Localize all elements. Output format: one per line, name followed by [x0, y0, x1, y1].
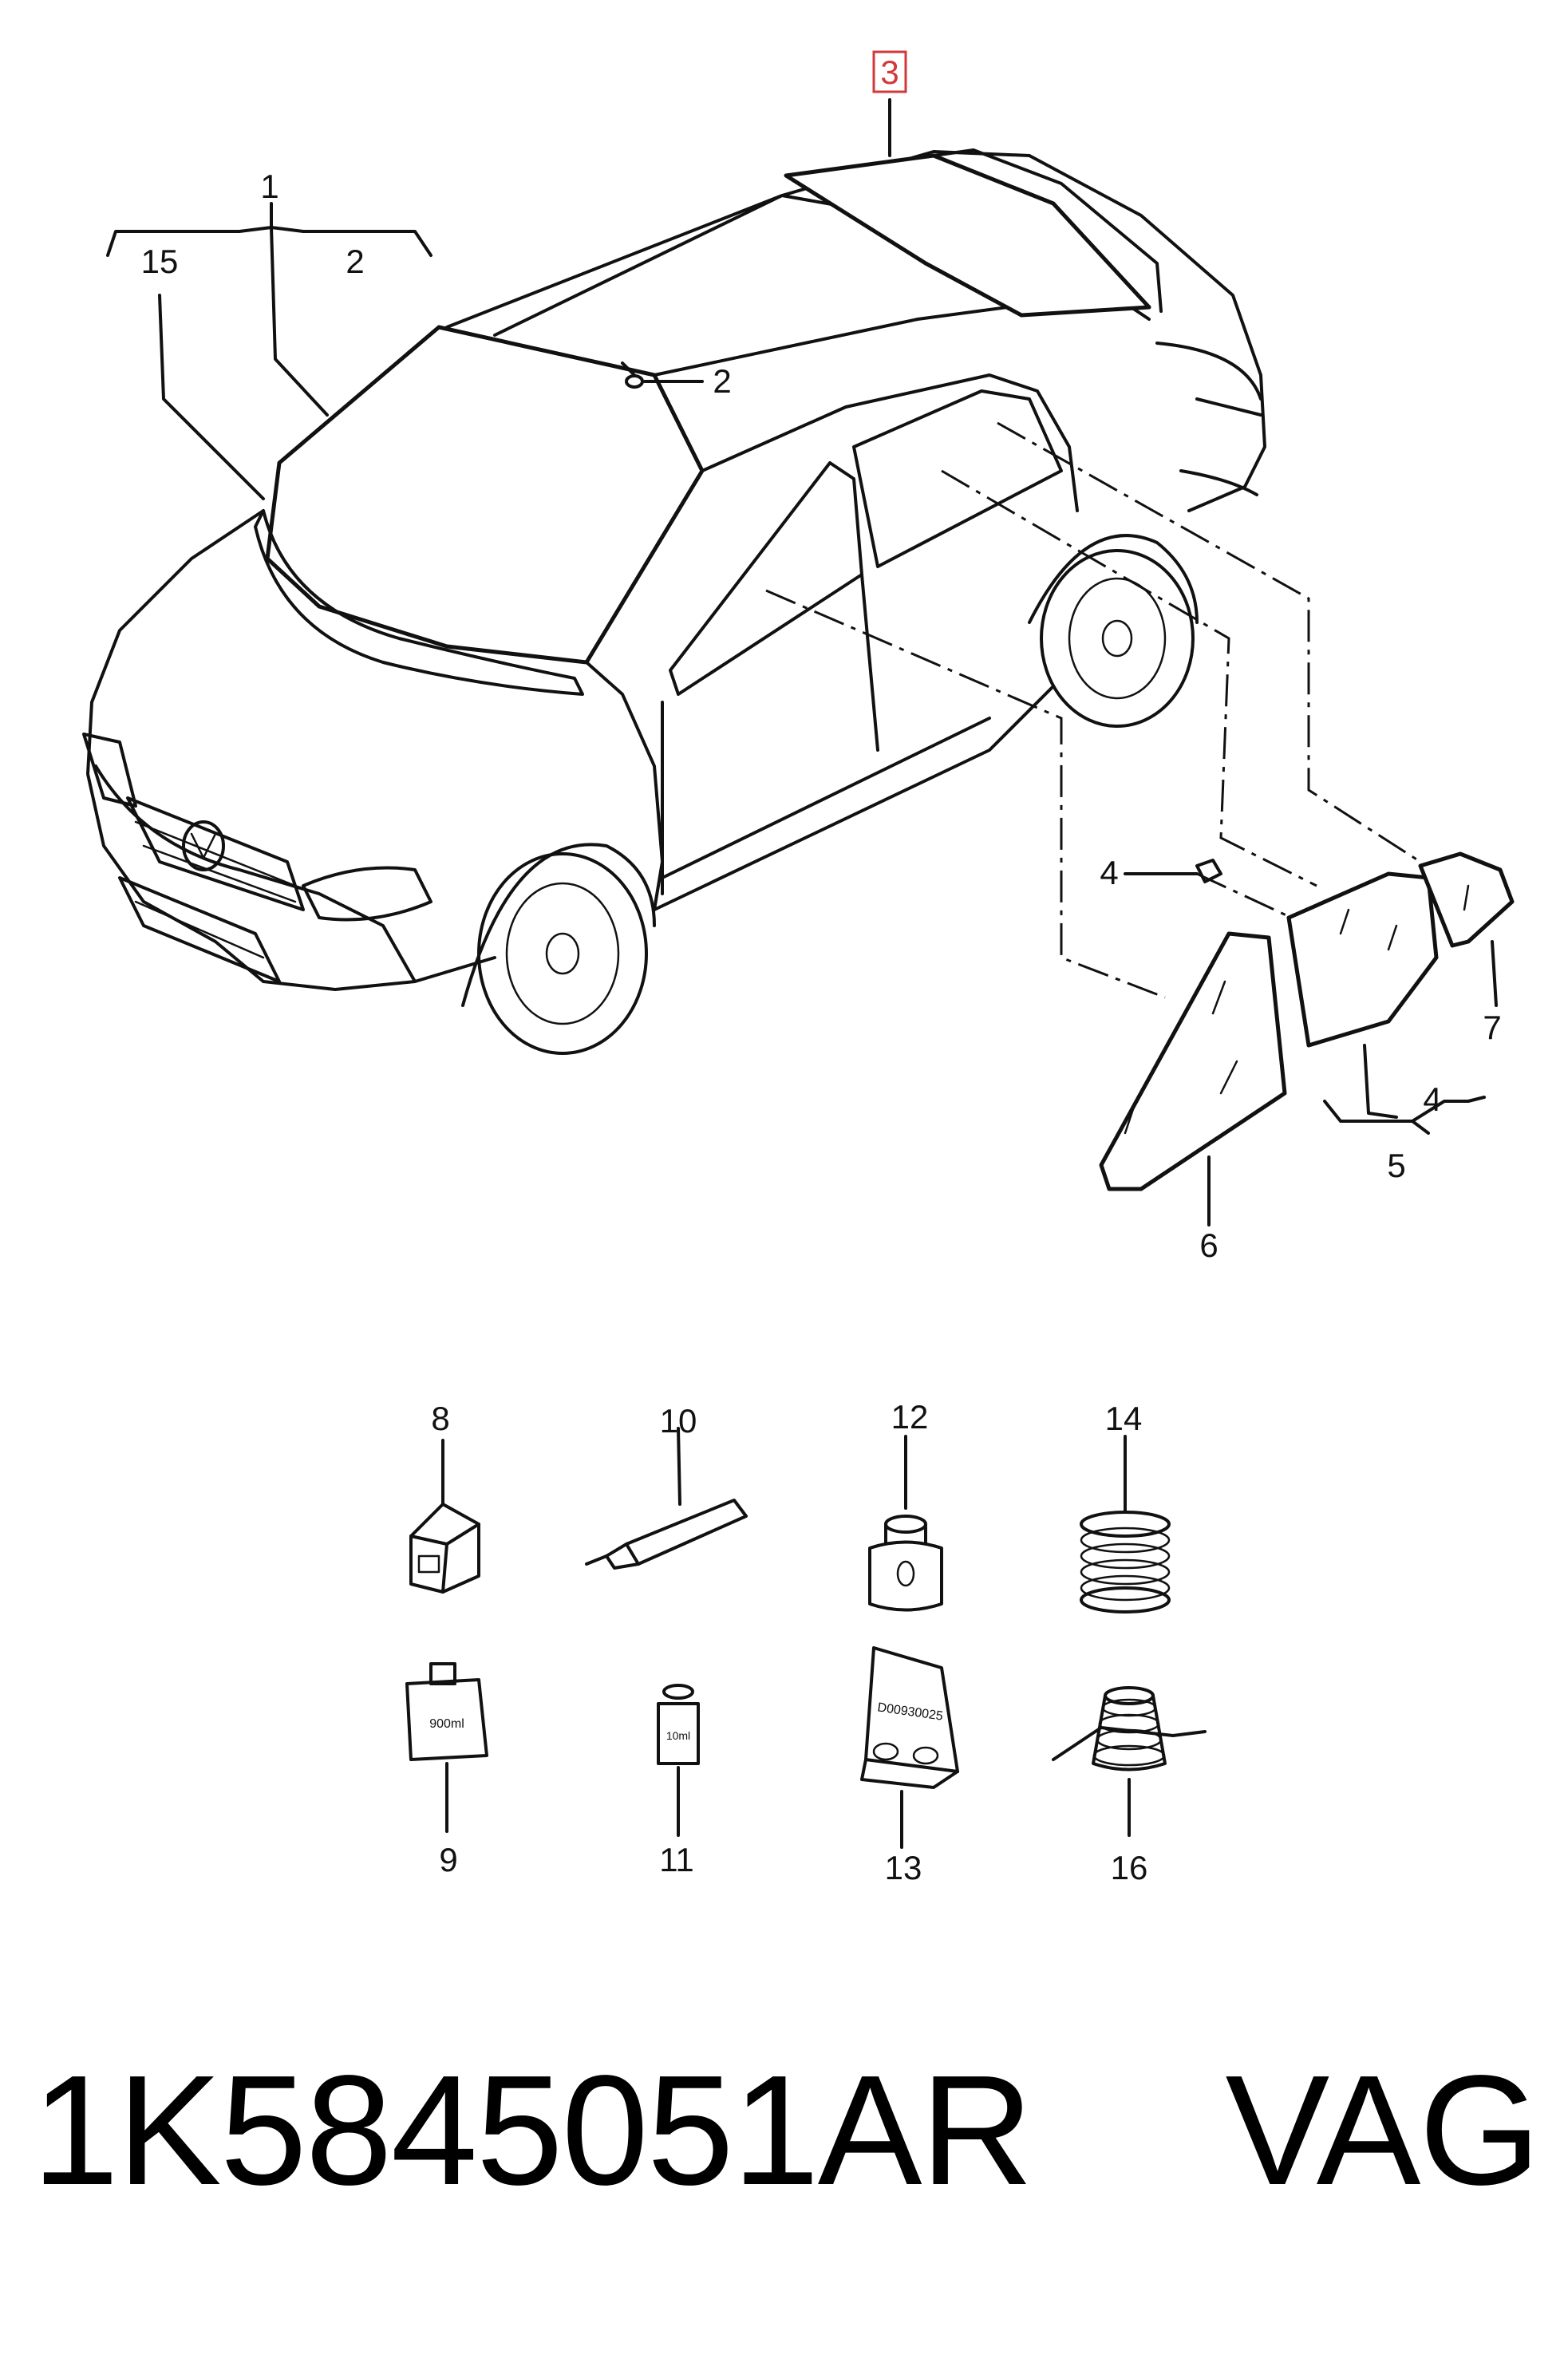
- brand-name: VAG: [1225, 2043, 1541, 2218]
- windshield-seal-strip: [254, 509, 584, 696]
- detached-windows: [1099, 851, 1515, 1191]
- rear-door-glass: [1286, 871, 1439, 1048]
- callout-15: 15: [141, 243, 179, 280]
- callout-16: 16: [1111, 1849, 1148, 1886]
- callout-lines: [106, 98, 1498, 1226]
- item-16-cone: [1052, 1686, 1207, 1837]
- vw-logo: [182, 820, 225, 871]
- item-9-bottle: 900ml: [405, 1662, 488, 1833]
- callout-4-top: 4: [1100, 854, 1118, 891]
- accessory-items: 900ml 10ml D00930025: [405, 1427, 1207, 1849]
- callout-numbers: 1 2 15 3 2 4 4 5 6 7 8 9 10 11 12 13 14 …: [141, 50, 1502, 1886]
- callout-12: 12: [891, 1398, 929, 1436]
- item-11-volume-label: 10ml: [666, 1729, 690, 1742]
- item-9-volume-label: 900ml: [429, 1717, 464, 1731]
- callout-3-highlight-box: [872, 50, 907, 93]
- car-illustration: [82, 148, 1266, 1055]
- rear-window-glass: [784, 153, 1151, 318]
- front-door-glass: [1099, 931, 1287, 1191]
- callout-8: 8: [431, 1400, 449, 1437]
- callout-9: 9: [439, 1841, 457, 1878]
- footer-caption: 1K5845051AR VAG: [32, 2039, 1548, 2222]
- callout-5: 5: [1387, 1147, 1405, 1184]
- item-10-tube: [585, 1427, 748, 1570]
- callout-10: 10: [660, 1402, 697, 1440]
- part-number: 1K5845051AR: [32, 2043, 1033, 2218]
- callout-4-bottom: 4: [1423, 1080, 1441, 1118]
- callout-2-top: 2: [346, 243, 364, 280]
- item-13-pouch: D00930025: [860, 1646, 959, 1849]
- callout-6: 6: [1199, 1226, 1218, 1264]
- item-12-jar: [868, 1435, 943, 1612]
- item-14-coil: [1080, 1435, 1171, 1614]
- callout-7: 7: [1483, 1009, 1501, 1046]
- callout-1: 1: [260, 168, 278, 205]
- callout-14: 14: [1105, 1400, 1143, 1437]
- callout-3: 3: [880, 53, 899, 91]
- item-13-code-label: D00930025: [876, 1700, 943, 1723]
- clip-item-4: [1195, 859, 1222, 883]
- callout-11: 11: [659, 1841, 694, 1878]
- item-11-bottle: 10ml: [657, 1684, 700, 1837]
- callout-2-roof: 2: [713, 362, 731, 400]
- callout-13: 13: [885, 1849, 922, 1886]
- item-8-cube: [409, 1439, 480, 1594]
